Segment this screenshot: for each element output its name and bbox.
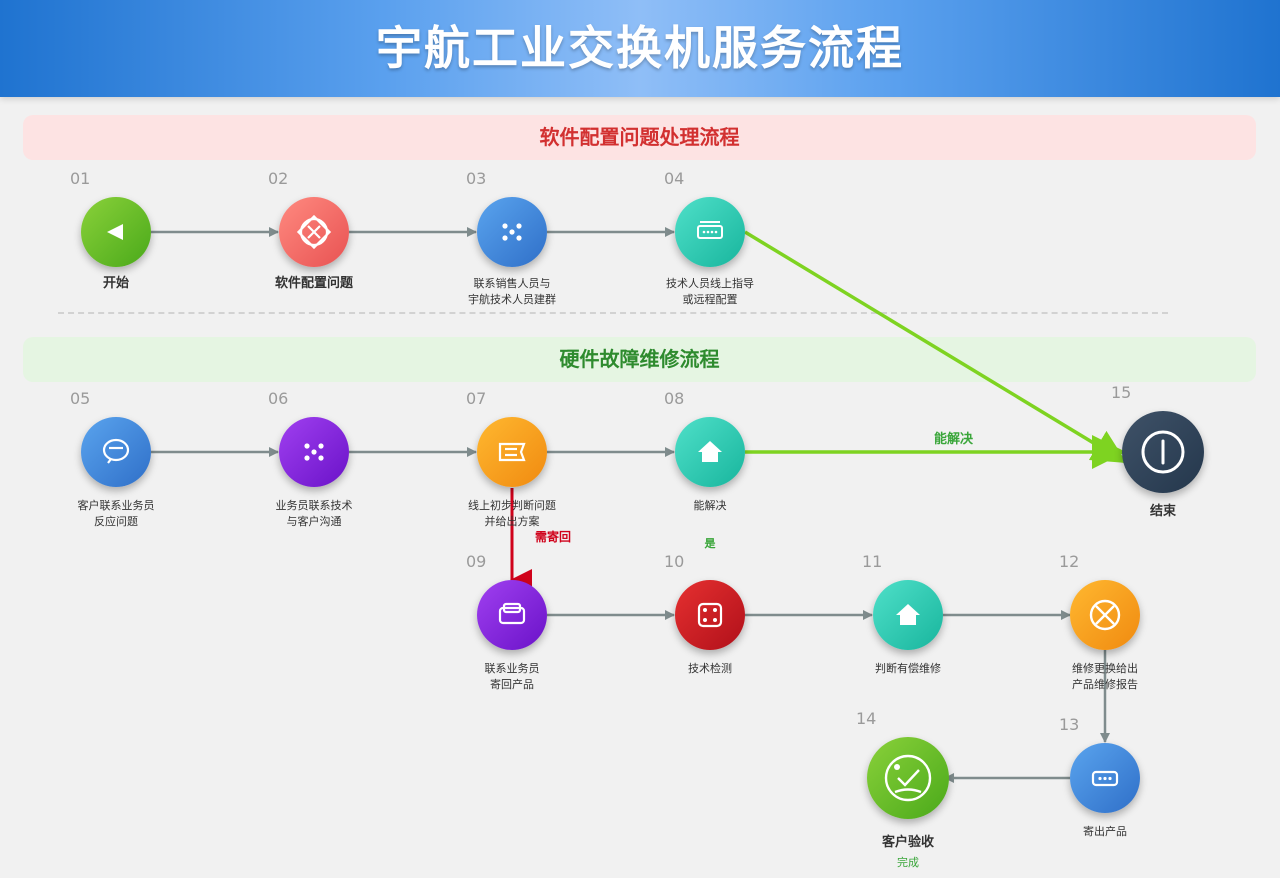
step-label: 线上初步判断问题 并给出方案 bbox=[468, 499, 556, 528]
step-number: 02 bbox=[268, 169, 289, 188]
x-frame-icon[interactable] bbox=[279, 197, 349, 267]
header-banner: 宇航工业交换机服务流程 bbox=[0, 0, 1280, 97]
step-04: 04 技术人员线上指导 或远程配置 bbox=[664, 169, 754, 306]
home-icon[interactable] bbox=[873, 580, 943, 650]
step-number: 08 bbox=[664, 389, 685, 408]
step-09: 09 联系业务员 寄回产品 bbox=[466, 552, 547, 691]
dots-icon[interactable] bbox=[477, 197, 547, 267]
list-icon[interactable] bbox=[477, 417, 547, 487]
step-label: 联系销售人员与 宇航技术人员建群 bbox=[468, 277, 556, 306]
x-circle-icon[interactable] bbox=[1070, 580, 1140, 650]
step-number: 09 bbox=[466, 552, 487, 571]
step-07: 07 线上初步判断问题 并给出方案 bbox=[466, 389, 556, 528]
step-number: 06 bbox=[268, 389, 289, 408]
dots-icon[interactable] bbox=[279, 417, 349, 487]
step-label: 联系业务员 寄回产品 bbox=[484, 662, 540, 691]
step-label: 判断有偿维修 bbox=[875, 662, 941, 675]
step-label: 技术检测 bbox=[688, 662, 732, 675]
step-label: 客户联系业务员 反应问题 bbox=[77, 499, 155, 528]
step-number: 14 bbox=[856, 709, 877, 728]
step-label: 客户验收 bbox=[881, 835, 934, 850]
step-11: 11 判断有偿维修 bbox=[862, 552, 943, 675]
step-number: 12 bbox=[1059, 552, 1080, 571]
step-label: 业务员联系技术 与客户沟通 bbox=[275, 499, 353, 528]
step-number: 04 bbox=[664, 169, 685, 188]
section-software: 软件配置问题处理流程 bbox=[23, 115, 1256, 160]
step-number: 11 bbox=[862, 552, 883, 571]
section-hardware: 硬件故障维修流程 bbox=[23, 337, 1256, 382]
step-number: 03 bbox=[466, 169, 487, 188]
step-label: 软件配置问题 bbox=[274, 276, 353, 291]
step-02: 02 软件配置问题 bbox=[268, 169, 353, 291]
package-icon[interactable] bbox=[1070, 743, 1140, 813]
step-01: 01 开始 bbox=[70, 169, 151, 291]
step-13: 13 寄出产品 bbox=[1059, 715, 1140, 838]
step-label: 寄出产品 bbox=[1083, 825, 1127, 838]
step-label: 开始 bbox=[102, 276, 129, 291]
page-title: 宇航工业交换机服务流程 bbox=[376, 21, 904, 75]
edge-label-return: 需寄回 bbox=[535, 530, 572, 544]
step-number: 01 bbox=[70, 169, 91, 188]
chat-icon[interactable] bbox=[81, 417, 151, 487]
edge-label-solved: 能解决 bbox=[934, 432, 974, 447]
step-number: 13 bbox=[1059, 715, 1080, 734]
home-icon[interactable] bbox=[675, 417, 745, 487]
step-05: 05 客户联系业务员 反应问题 bbox=[70, 389, 155, 528]
step-sub-label: 是 bbox=[704, 537, 716, 550]
step-number: 15 bbox=[1111, 383, 1132, 402]
step-label: 技术人员线上指导 或远程配置 bbox=[666, 277, 754, 306]
play-icon[interactable] bbox=[81, 197, 151, 267]
step-sub-label: 完成 bbox=[897, 856, 919, 869]
step-06: 06 业务员联系技术 与客户沟通 bbox=[268, 389, 353, 528]
keyboard-icon[interactable] bbox=[675, 197, 745, 267]
section-divider bbox=[58, 312, 1168, 314]
step-12: 12 维修更换给出 产品维修报告 bbox=[1059, 552, 1140, 691]
step-label: 结束 bbox=[1149, 504, 1176, 519]
step-label: 能解决 bbox=[693, 499, 727, 512]
step-number: 10 bbox=[664, 552, 685, 571]
dice-icon[interactable] bbox=[675, 580, 745, 650]
step-08: 08 能解决 是 bbox=[664, 389, 745, 550]
step-03: 03 联系销售人员与 宇航技术人员建群 bbox=[466, 169, 556, 306]
power-icon[interactable] bbox=[1122, 411, 1204, 493]
step-number: 07 bbox=[466, 389, 487, 408]
arrow-04-15 bbox=[744, 230, 1127, 464]
step-10: 10 技术检测 bbox=[664, 552, 745, 675]
box-icon[interactable] bbox=[477, 580, 547, 650]
step-15: 15 结束 bbox=[1111, 383, 1204, 519]
step-number: 05 bbox=[70, 389, 91, 408]
step-label: 维修更换给出 产品维修报告 bbox=[1072, 662, 1138, 691]
check-icon[interactable] bbox=[867, 737, 949, 819]
step-14: 14 客户验收 完成 bbox=[856, 709, 949, 869]
